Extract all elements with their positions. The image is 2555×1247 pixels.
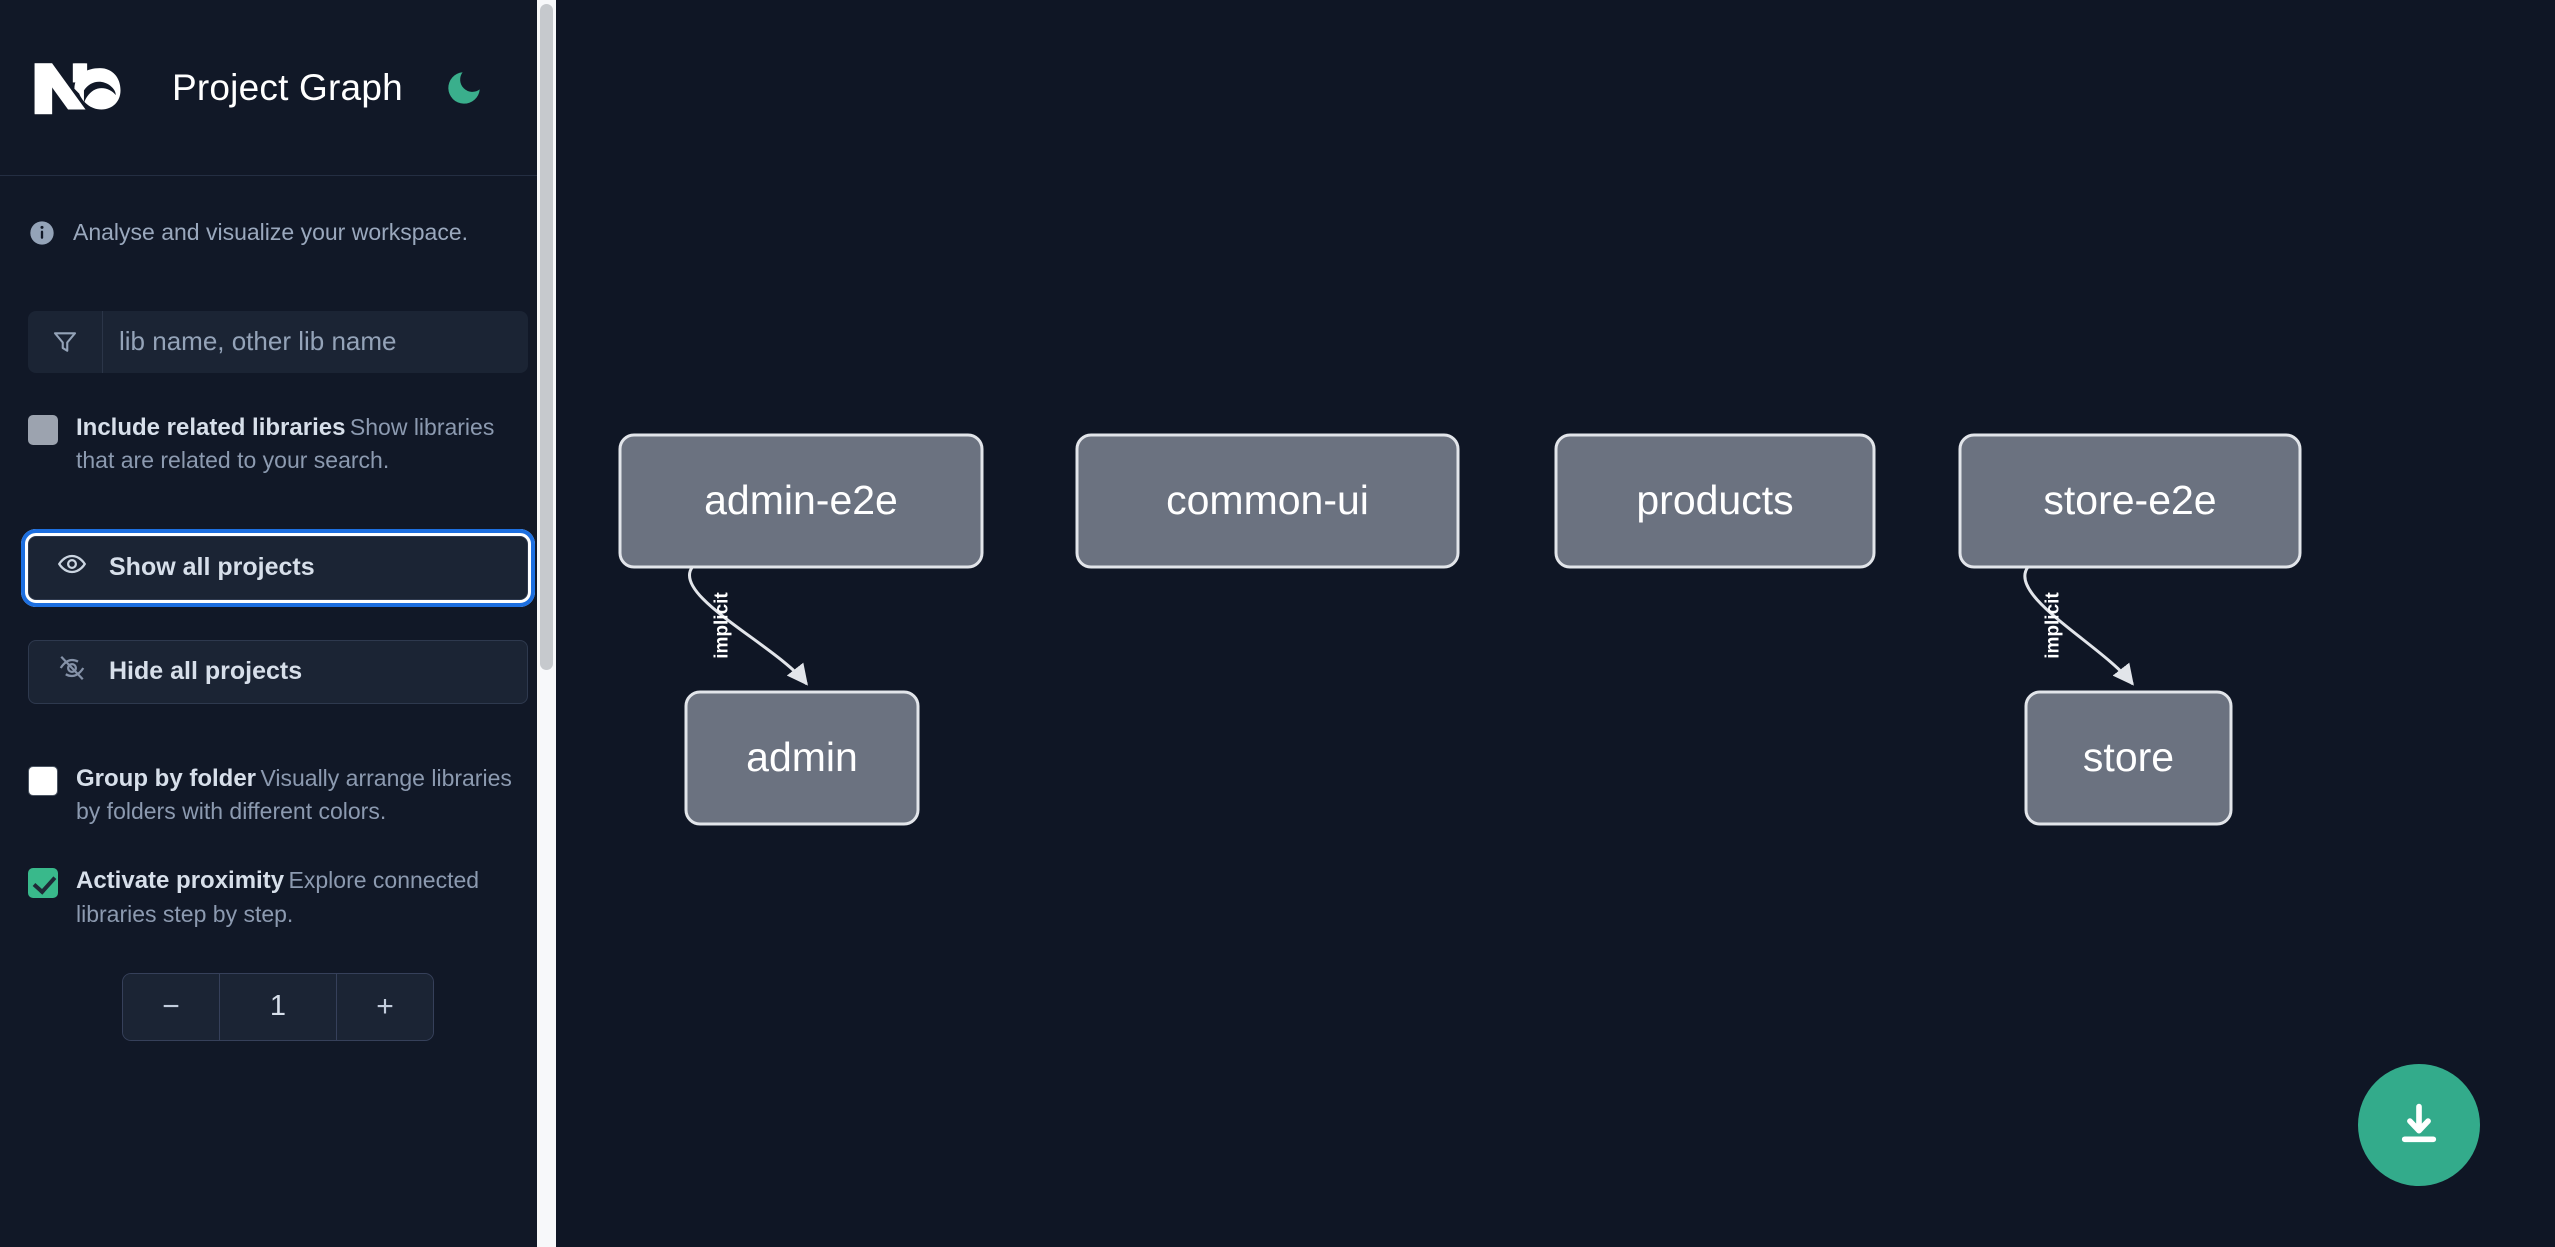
graph-node-admin-e2e[interactable]: admin-e2e xyxy=(618,433,984,569)
graph-edge-label: implicit xyxy=(712,592,733,659)
graph-edge: implicit xyxy=(688,566,808,686)
group-by-folder-checkbox[interactable] xyxy=(28,765,58,796)
graph-canvas[interactable]: implicit implicit admin-e2e common-ui produ… xyxy=(556,0,2555,1247)
graph-node-label: common-ui xyxy=(1166,477,1369,523)
project-graph-svg[interactable]: implicit implicit admin-e2e common-ui produ… xyxy=(556,0,2555,1247)
filter-funnel-icon xyxy=(28,310,103,373)
hide-all-projects-button[interactable]: Hide all projects xyxy=(28,639,528,704)
proximity-decrement-button[interactable]: − xyxy=(123,973,219,1040)
option-activate-proximity[interactable]: Activate proximity Explore connected lib… xyxy=(0,864,556,931)
show-all-projects-button[interactable]: Show all projects xyxy=(21,528,535,607)
proximity-stepper[interactable]: − 1 + xyxy=(122,972,434,1041)
search-input[interactable] xyxy=(103,310,528,373)
hide-all-projects-label: Hide all projects xyxy=(109,657,303,686)
app-header: Project Graph xyxy=(0,0,556,176)
sidebar-content: Project Graph Analyse and visualize your… xyxy=(0,0,556,1247)
include-related-libraries-description: Show libraries that are related to your … xyxy=(76,413,495,474)
graph-edge: implicit xyxy=(2023,566,2134,686)
graph-node-admin[interactable]: admin xyxy=(684,690,920,826)
include-related-libraries-checkbox[interactable] xyxy=(28,414,58,445)
graph-node-store[interactable]: store xyxy=(2024,690,2233,826)
sidebar-scrollbar[interactable] xyxy=(537,0,556,1247)
workspace-hint: Analyse and visualize your workspace. xyxy=(0,176,556,248)
graph-node-label: store-e2e xyxy=(2043,477,2216,523)
eye-off-icon xyxy=(57,653,87,690)
eye-icon xyxy=(57,549,87,586)
graph-node-label: products xyxy=(1636,477,1793,523)
include-related-libraries-label: Include related libraries xyxy=(76,413,346,441)
nx-logo-icon xyxy=(28,57,124,119)
graph-node-label: admin xyxy=(746,734,858,780)
option-group-by-folder[interactable]: Group by folder Visually arrange librari… xyxy=(0,762,556,829)
moon-icon[interactable] xyxy=(441,65,487,111)
activate-proximity-description: Explore connected libraries step by step… xyxy=(76,867,480,927)
graph-edges: implicit implicit xyxy=(688,566,2134,686)
option-include-related-libraries[interactable]: Include related libraries Show libraries… xyxy=(0,411,556,478)
filter-search-box[interactable] xyxy=(28,310,528,373)
graph-node-store-e2e[interactable]: store-e2e xyxy=(1958,433,2302,569)
graph-node-label: admin-e2e xyxy=(704,477,898,523)
show-all-projects-label: Show all projects xyxy=(109,553,315,582)
activate-proximity-label: Activate proximity xyxy=(76,867,285,895)
proximity-value: 1 xyxy=(219,973,337,1040)
info-icon xyxy=(28,219,56,247)
graph-node-common-ui[interactable]: common-ui xyxy=(1075,433,1460,569)
download-button[interactable] xyxy=(2358,1064,2480,1186)
page-title: Project Graph xyxy=(172,66,403,108)
graph-node-label: store xyxy=(2083,734,2174,780)
workspace-hint-text: Analyse and visualize your workspace. xyxy=(73,219,469,245)
download-icon xyxy=(2401,1103,2437,1143)
activate-proximity-checkbox[interactable] xyxy=(28,868,58,899)
proximity-increment-button[interactable]: + xyxy=(337,973,433,1040)
sidebar-scrollbar-thumb[interactable] xyxy=(540,4,553,670)
graph-edge-label: implicit xyxy=(2042,592,2063,659)
sidebar: Project Graph Analyse and visualize your… xyxy=(0,0,556,1247)
group-by-folder-description: Visually arrange libraries by folders wi… xyxy=(76,764,512,824)
graph-nodes[interactable]: admin-e2e common-ui products store-e2e admin… xyxy=(618,433,2302,826)
graph-node-products[interactable]: products xyxy=(1554,433,1876,569)
group-by-folder-label: Group by folder xyxy=(76,764,256,792)
